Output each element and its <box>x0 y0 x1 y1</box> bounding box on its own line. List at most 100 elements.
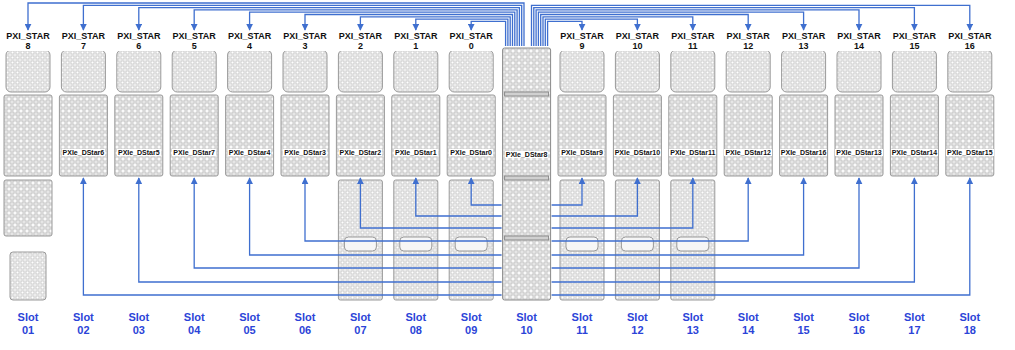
trigger-route <box>552 178 970 295</box>
slot-number: Slot 08 <box>405 311 426 337</box>
dstar-name: PXIe_DStar14 <box>891 149 939 156</box>
slot-number: Slot 15 <box>793 311 814 337</box>
dstar-wrap: PXIe_DStar5 <box>111 148 167 157</box>
dstar-wrap: PXIe_DStar0 <box>443 148 499 157</box>
signal-name: PXI_STAR 8 <box>5 31 50 51</box>
connector-block <box>780 95 828 176</box>
connector-block <box>4 180 52 236</box>
connector-block <box>724 95 772 176</box>
connector-block <box>170 95 218 176</box>
connector-block <box>172 50 216 92</box>
dstar-wrap: PXIe_DStar15 <box>942 148 998 157</box>
trigger-route <box>552 178 582 205</box>
signal-name: PXI_STAR 7 <box>61 31 106 51</box>
trigger-line-wrap: PXI_STAR 12 <box>723 31 773 51</box>
signal-name: PXI_STAR 2 <box>338 31 383 51</box>
signal-name: PXI_STAR 3 <box>282 31 327 51</box>
slot-number: Slot 03 <box>128 311 149 337</box>
slot-number: Slot 06 <box>295 311 316 337</box>
dstar-name: PXIe_DStar2 <box>339 149 383 156</box>
signal-name: PXI_STAR 1 <box>393 31 438 51</box>
connector-block <box>400 237 432 251</box>
signal-name: PXI_STAR 13 <box>781 31 826 51</box>
slot-number: Slot 14 <box>738 311 759 337</box>
connector-block <box>505 176 549 180</box>
dstar-name: PXIe_DStar9 <box>560 149 604 156</box>
slot-connector: PXI_STAR 0PXIe_DStar0 <box>446 30 496 178</box>
signal-name: PXI_STAR 5 <box>172 31 217 51</box>
connector-block <box>505 236 549 240</box>
trigger-line-wrap: PXI_STAR 6 <box>114 31 164 51</box>
connector-block <box>726 50 770 92</box>
trigger-line-wrap: PXI_STAR 1 <box>391 31 441 51</box>
trigger-route <box>250 178 502 255</box>
slot-connector: PXI_STAR 3 PXIe_DStar3 <box>280 30 330 178</box>
signal-name: PXI_STAR 11 <box>670 31 715 51</box>
dstar-wrap: PXIe_DStar10 <box>609 148 665 157</box>
dstar-wrap: PXIe_DStar8 <box>499 150 555 159</box>
trigger-route <box>305 178 502 241</box>
slot-connector: PXI_STAR 8 <box>3 30 53 178</box>
connector-block <box>455 237 487 251</box>
slot-connector: PXI_STAR 5 PXIe_DStar7 <box>169 30 219 178</box>
trigger-line-wrap: PXI_STAR 8 <box>3 31 53 51</box>
slot-connector: PXI_STAR 1 PXIe_DStar1 <box>391 30 441 178</box>
signal-name: PXI_STAR 9 <box>559 31 604 51</box>
trigger-line-wrap: PXI_STAR 3 <box>280 31 330 51</box>
trigger-route <box>552 178 693 228</box>
connector-block <box>6 50 50 92</box>
connector-block <box>560 50 604 92</box>
trigger-route <box>194 178 501 268</box>
connector-block <box>117 50 161 92</box>
connector-block <box>566 237 598 251</box>
dstar-name: PXIe_DStar4 <box>228 149 272 156</box>
connector-block <box>892 50 936 92</box>
slot-number: Slot 13 <box>682 311 703 337</box>
connector-block <box>4 95 52 176</box>
slot-number: Slot 10 <box>516 311 537 337</box>
slot-number: Slot 11 <box>572 311 593 337</box>
connector-block <box>281 95 329 176</box>
slot-number: Slot 02 <box>73 311 94 337</box>
trigger-route <box>416 178 502 216</box>
slot-connector: PXI_STAR 13 PXIe_DStar16 <box>779 30 829 178</box>
dstar-name: PXIe_DStar11 <box>669 149 716 156</box>
dstar-name: PXIe_DStar0 <box>449 149 493 156</box>
slot-connector: PXI_STAR 9 PXIe_DStar9 <box>557 30 607 178</box>
dstar-name: PXIe_DStar10 <box>614 149 662 156</box>
slot-number: Slot 05 <box>239 311 260 337</box>
dstar-wrap: PXIe_DStar3 <box>277 148 333 157</box>
connector-block <box>338 50 382 92</box>
connector-block <box>946 95 994 176</box>
connector-block <box>59 95 107 176</box>
signal-name: PXI_STAR 15 <box>892 31 937 51</box>
slot-connector: PXI_STAR 6 PXIe_DStar5 <box>114 30 164 178</box>
slot-connector: PXI_STAR 7 PXIe_DStar6 <box>58 30 108 178</box>
dstar-name: PXIe_DStar16 <box>780 149 828 156</box>
dstar-name: PXIe_DStar15 <box>946 149 994 156</box>
connector-block <box>394 50 438 92</box>
trigger-route <box>552 178 638 216</box>
trigger-line-wrap: PXI_STAR 14 <box>834 31 884 51</box>
dstar-name: PXIe_DStar1 <box>394 149 438 156</box>
dstar-name: PXIe_DStar8 <box>505 151 549 158</box>
signal-name: PXI_STAR 16 <box>947 31 992 51</box>
slot-connector: PXI_STAR 11 PXIe_DStar11 <box>668 30 718 178</box>
dstar-wrap: PXIe_DStar16 <box>776 148 832 157</box>
connector-block <box>621 237 653 251</box>
connector-block <box>677 237 709 251</box>
connector-block <box>558 95 606 176</box>
slot-number: Slot 17 <box>904 311 925 337</box>
trigger-line-wrap: PXI_STAR 11 <box>668 31 718 51</box>
connector-block <box>837 50 881 92</box>
dstar-name: PXIe_DStar7 <box>172 149 216 156</box>
slot-number: Slot 01 <box>18 311 39 337</box>
connector-block <box>835 95 883 176</box>
connector-block <box>226 95 274 176</box>
connector-block <box>503 48 551 300</box>
signal-name: PXI_STAR 12 <box>726 31 771 51</box>
dstar-wrap: PXIe_DStar6 <box>55 148 111 157</box>
signal-name: PXI_STAR 4 <box>227 31 272 51</box>
